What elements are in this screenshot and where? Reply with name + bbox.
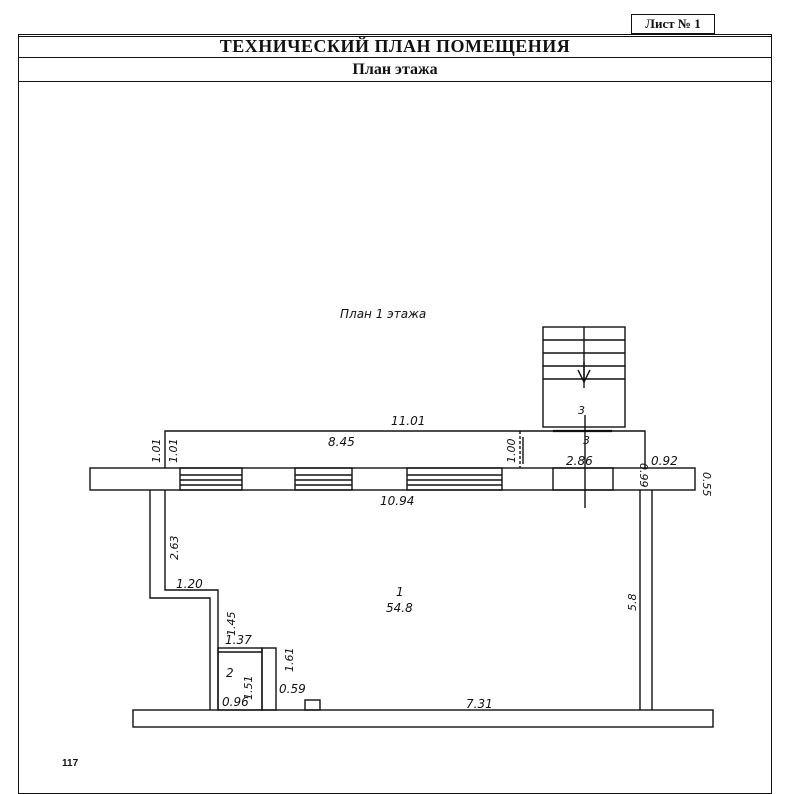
dim-step-depth: 1.45	[225, 612, 238, 637]
dim-ledge-height: 0.55	[700, 472, 713, 497]
sheet-number-label: Лист № 1	[631, 14, 715, 34]
dim-wall-left-a: 1.01	[150, 439, 163, 464]
dim-right-wall: 5.8	[626, 594, 639, 612]
document-subtitle: План этажа	[18, 58, 772, 82]
room-1-area: 54.8	[386, 601, 413, 615]
dim-room2-side: 1.61	[283, 648, 296, 673]
document-title: ТЕХНИЧЕСКИЙ ПЛАН ПОМЕЩЕНИЯ	[18, 36, 772, 58]
dim-room2-width: 1.37	[225, 633, 252, 647]
room-2-number: 2	[226, 666, 234, 680]
dim-bottom-length: 7.31	[466, 697, 493, 711]
floor-plan-drawing: План 1 этажа 11.01 8.45 3 3 2.86 0.92 10…	[89, 307, 714, 728]
dim-stair-depth: 1.00	[505, 439, 518, 464]
stair-arrow-head	[577, 369, 591, 384]
frame-top-line	[18, 34, 772, 37]
room-1-number: 1	[396, 585, 404, 599]
dim-wall-right: 0.99	[637, 463, 650, 488]
dim-room2-height: 1.51	[242, 676, 255, 701]
balcony-outline	[164, 430, 646, 468]
dim-overall-top: 11.01	[391, 414, 425, 428]
dim-left-wall: 2.63	[168, 536, 181, 561]
floor-slab	[132, 709, 714, 728]
dim-stair-width: 2.86	[566, 454, 593, 468]
plan-caption: План 1 этажа	[340, 307, 426, 321]
front-wall-strip	[89, 467, 696, 491]
dim-front-length: 10.94	[380, 494, 414, 508]
room-left-wall	[149, 490, 211, 710]
dim-right-ledge: 0.92	[651, 454, 678, 468]
dim-room2-base: 0.96	[222, 695, 249, 709]
room-3-number: 3	[583, 434, 590, 447]
stair-label: 3	[578, 404, 585, 417]
dim-step-width: 1.20	[176, 577, 203, 591]
dim-door-gap: 0.59	[279, 682, 306, 696]
dim-balcony-inner: 8.45	[328, 435, 355, 449]
dim-wall-left-b: 1.01	[167, 439, 180, 464]
